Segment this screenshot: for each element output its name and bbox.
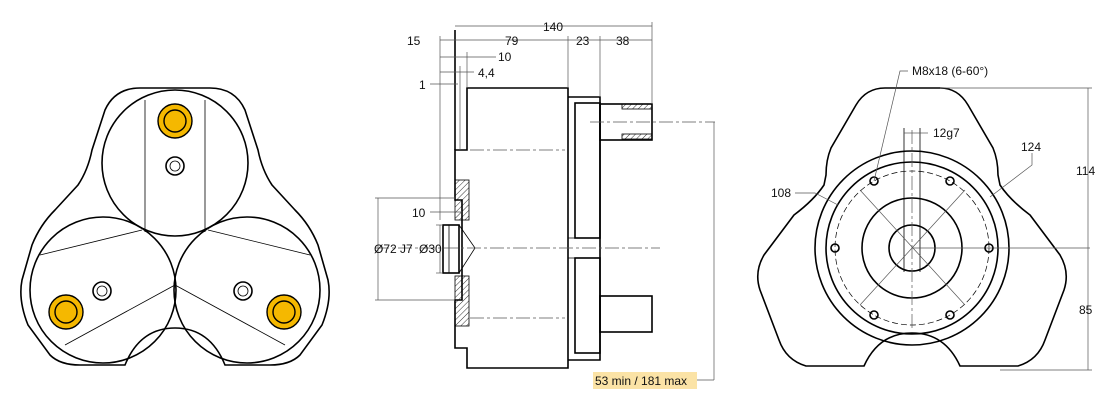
screw-top (165, 156, 185, 176)
screw-right (233, 281, 253, 301)
dim-38: 38 (616, 34, 630, 48)
dim-15: 15 (407, 34, 421, 48)
dim-114: 114 (1076, 164, 1095, 178)
stroke-label: 53 min / 181 max (595, 374, 687, 388)
top-chuck-circle (101, 89, 249, 237)
left-chuck-circle (29, 216, 177, 364)
dim-10b: 10 (412, 206, 426, 220)
dim-85: 85 (1079, 303, 1093, 317)
bushing-left (48, 294, 84, 330)
end-view: M8x18 (6-60°) 12g7 124 108 114 85 (756, 64, 1095, 371)
dim-4-4: 4,4 (478, 66, 495, 80)
bushing-top (157, 103, 193, 139)
dim-1: 1 (419, 78, 426, 92)
dim-bore-30: Ø30 (419, 242, 442, 256)
dim-10: 10 (498, 50, 512, 64)
dim-key: 12g7 (933, 126, 960, 140)
dim-79: 79 (505, 34, 519, 48)
dim-124: 124 (1021, 140, 1041, 154)
right-chuck-circle (173, 216, 321, 364)
front-outline (20, 87, 330, 366)
side-view: 140 15 79 23 38 10 4,4 1 10 Ø72 J7 Ø30 5… (374, 20, 715, 389)
dim-thread: M8x18 (6-60°) (912, 64, 988, 78)
stroke-label-highlight (593, 372, 697, 389)
dim-140: 140 (543, 20, 563, 34)
mounting-holes (830, 176, 994, 320)
dim-108: 108 (771, 186, 791, 200)
front-view (20, 87, 330, 366)
dim-bore-72: Ø72 J7 (374, 242, 413, 256)
bushing-right (266, 294, 302, 330)
end-outline (756, 87, 1068, 367)
dim-23: 23 (576, 34, 590, 48)
screw-left (92, 281, 112, 301)
